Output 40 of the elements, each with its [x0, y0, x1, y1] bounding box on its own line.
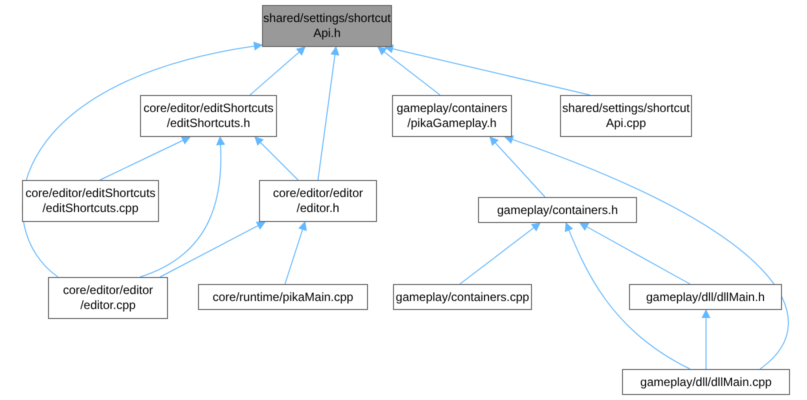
file-name: core/editor/editShortcuts /editShortcuts.h	[143, 101, 274, 131]
file-box	[262, 5, 392, 47]
file-name: core/editor/editShortcuts /editShortcuts.cpp	[25, 186, 156, 216]
file-box	[478, 197, 637, 223]
file-box	[140, 95, 277, 137]
file-box	[198, 284, 368, 310]
arrow	[284, 221, 307, 284]
arrow	[384, 44, 590, 96]
file-box	[560, 95, 692, 137]
file-name: gameplay/dll/dllMain.cpp	[640, 374, 772, 390]
arrow	[460, 222, 541, 284]
file-box	[393, 284, 532, 310]
file-name: gameplay/containers.h	[497, 202, 618, 218]
arrow	[504, 136, 789, 370]
file-name: core/editor/editor /editor.cpp	[62, 283, 154, 313]
file-name: shared/settings/shortcut Api.cpp	[562, 101, 690, 131]
arrow	[160, 222, 266, 278]
file-name: gameplay/containers.cpp	[396, 290, 530, 304]
file-name: core/editor/editor /editor.h	[272, 186, 364, 216]
arrow	[579, 222, 690, 284]
arrow	[318, 46, 340, 180]
arrow	[564, 222, 690, 370]
arrow	[140, 136, 225, 278]
arrow	[100, 136, 191, 180]
file-box	[622, 369, 790, 395]
file-box	[392, 95, 512, 137]
file-box	[48, 277, 168, 319]
arrow	[489, 136, 546, 198]
file-box	[259, 180, 377, 222]
arrow	[250, 46, 306, 96]
arrow	[22, 42, 263, 278]
arrow	[254, 136, 298, 180]
file-box	[629, 284, 782, 310]
file-box	[22, 180, 159, 222]
file-name: gameplay/containers /pikaGameplay.h	[396, 101, 508, 131]
arrow	[377, 46, 440, 96]
arrow	[702, 309, 710, 370]
file-name: gameplay/dll/dllMain.h	[646, 290, 765, 304]
file-name: core/runtime/pikaMain.cpp	[212, 290, 354, 304]
file-name: shared/settings/shortcut Api.h	[263, 11, 391, 41]
